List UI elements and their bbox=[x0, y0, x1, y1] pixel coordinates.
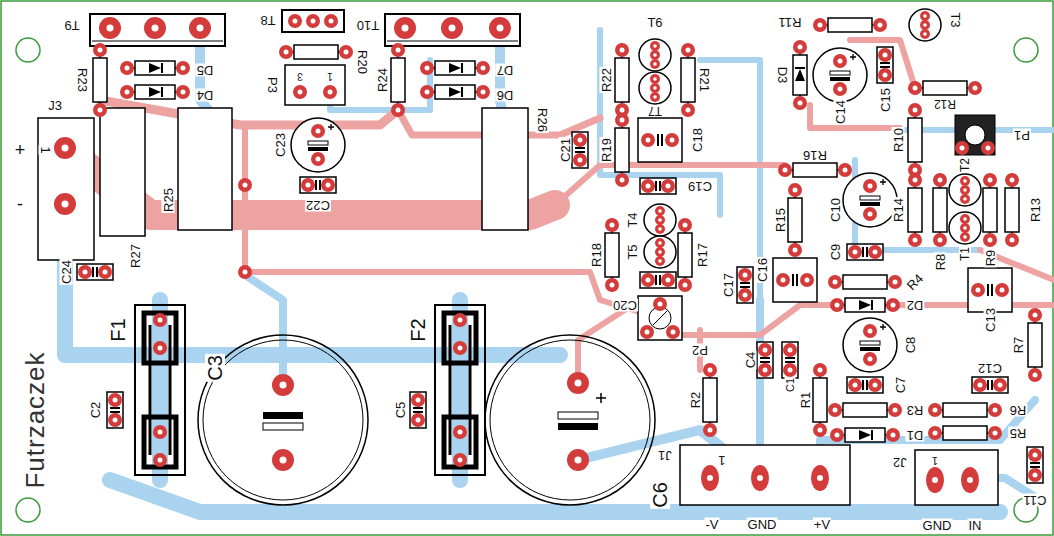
part-label: C3 bbox=[205, 354, 225, 382]
part-label: 1 bbox=[931, 455, 939, 466]
part-label: C4 bbox=[744, 351, 757, 370]
part-label: T3 bbox=[949, 11, 962, 28]
part-label: R12 bbox=[933, 98, 957, 110]
part-label: R11 bbox=[778, 16, 803, 29]
board-title: Futrzaczek bbox=[22, 350, 48, 489]
part-label: C23 bbox=[274, 132, 287, 158]
part-label: J1 bbox=[657, 449, 673, 462]
part-label: C2 bbox=[89, 401, 102, 420]
part-label: T9 bbox=[63, 19, 80, 32]
part-label: C8 bbox=[904, 336, 917, 355]
part-label: F1 bbox=[108, 317, 128, 342]
part-label: R8 bbox=[934, 253, 947, 272]
part-label: T10 bbox=[356, 19, 380, 32]
part-label: D4 bbox=[196, 89, 215, 102]
part-label: D3 bbox=[776, 66, 789, 85]
part-label: C1 bbox=[785, 377, 796, 393]
part-label: R14 bbox=[892, 197, 905, 223]
transistor-heatsink bbox=[90, 10, 520, 46]
part-label: R13 bbox=[1029, 197, 1042, 223]
part-label: D7 bbox=[496, 64, 515, 77]
part-label: R27 bbox=[129, 243, 142, 269]
part-label: D5 bbox=[196, 64, 215, 77]
part-label: GND bbox=[922, 519, 953, 532]
part-label: C7 bbox=[894, 376, 907, 395]
part-label: R21 bbox=[698, 67, 711, 93]
part-label: D1 bbox=[906, 429, 925, 442]
part-label: R9 bbox=[984, 249, 997, 268]
part-label: + bbox=[14, 141, 27, 159]
part-label: R20 bbox=[356, 49, 369, 75]
part-label: P1 bbox=[1013, 129, 1031, 142]
part-label: R17 bbox=[696, 242, 709, 268]
part-label: R10 bbox=[892, 127, 905, 153]
part-label: C24 bbox=[60, 259, 73, 285]
part-label: R7 bbox=[1012, 336, 1025, 355]
part-label: T5 bbox=[626, 243, 639, 260]
part-label: R3 bbox=[906, 404, 925, 417]
part-label: R2 bbox=[689, 391, 702, 410]
part-label: 1 bbox=[326, 71, 334, 81]
part-label: C17 bbox=[722, 272, 735, 298]
part-label: C12 bbox=[977, 362, 1003, 375]
part-label: C18 bbox=[691, 127, 704, 153]
part-label: D6 bbox=[496, 89, 515, 102]
part-label: R18 bbox=[590, 242, 603, 268]
part-label: C11 bbox=[1023, 494, 1048, 507]
part-label: R25 bbox=[162, 187, 175, 213]
part-label: R4 bbox=[904, 271, 926, 293]
part-label: 1 bbox=[39, 145, 52, 154]
part-label: C5 bbox=[394, 401, 407, 420]
part-label: T4 bbox=[626, 211, 639, 228]
part-label: C10 bbox=[829, 197, 842, 223]
part-label: R15 bbox=[774, 207, 787, 233]
part-label: C15 bbox=[879, 87, 892, 113]
part-label: T8 bbox=[259, 14, 276, 27]
part-label: 3 bbox=[296, 71, 304, 81]
part-label: - bbox=[16, 195, 24, 213]
part-label: T7 bbox=[647, 105, 663, 117]
part-label: R19 bbox=[600, 137, 613, 163]
part-label: C9 bbox=[829, 243, 842, 262]
part-label: -V bbox=[705, 518, 720, 531]
part-label: C13 bbox=[984, 307, 997, 333]
part-label: C22 bbox=[305, 199, 331, 212]
part-label: R1 bbox=[799, 391, 812, 410]
part-label: R16 bbox=[802, 149, 828, 162]
part-label: C21 bbox=[559, 137, 572, 163]
part-label: P2 bbox=[691, 344, 709, 357]
part-label: J3 bbox=[47, 99, 63, 112]
part-label: R24 bbox=[376, 67, 389, 93]
part-label: T1 bbox=[959, 246, 971, 262]
part-label: D2 bbox=[906, 299, 925, 312]
part-label: 1 bbox=[717, 454, 726, 467]
part-label: J2 bbox=[892, 456, 908, 469]
part-label: R6 bbox=[1009, 404, 1028, 417]
electrolytic-capacitor bbox=[198, 335, 655, 505]
part-label: C20 bbox=[612, 299, 638, 312]
part-label: R26 bbox=[536, 107, 549, 133]
part-label: T2 bbox=[959, 157, 971, 173]
part-label: F2 bbox=[408, 317, 428, 342]
part-label: T6 bbox=[646, 16, 663, 29]
part-label: C19 bbox=[687, 180, 713, 193]
terminal-block bbox=[680, 445, 998, 505]
part-label: C14 bbox=[834, 99, 847, 125]
part-label: R23 bbox=[76, 67, 89, 93]
part-label: C16 bbox=[756, 257, 769, 283]
part-label: P3 bbox=[266, 76, 279, 94]
part-label: +V bbox=[813, 518, 831, 531]
part-label: R5 bbox=[1009, 427, 1028, 440]
part-label: R22 bbox=[600, 67, 613, 93]
part-label: C6 bbox=[650, 481, 670, 509]
part-label: IN bbox=[968, 519, 983, 532]
bottom-copper bbox=[65, 30, 1054, 512]
part-label: GND bbox=[747, 518, 778, 531]
top-copper bbox=[65, 40, 1054, 383]
